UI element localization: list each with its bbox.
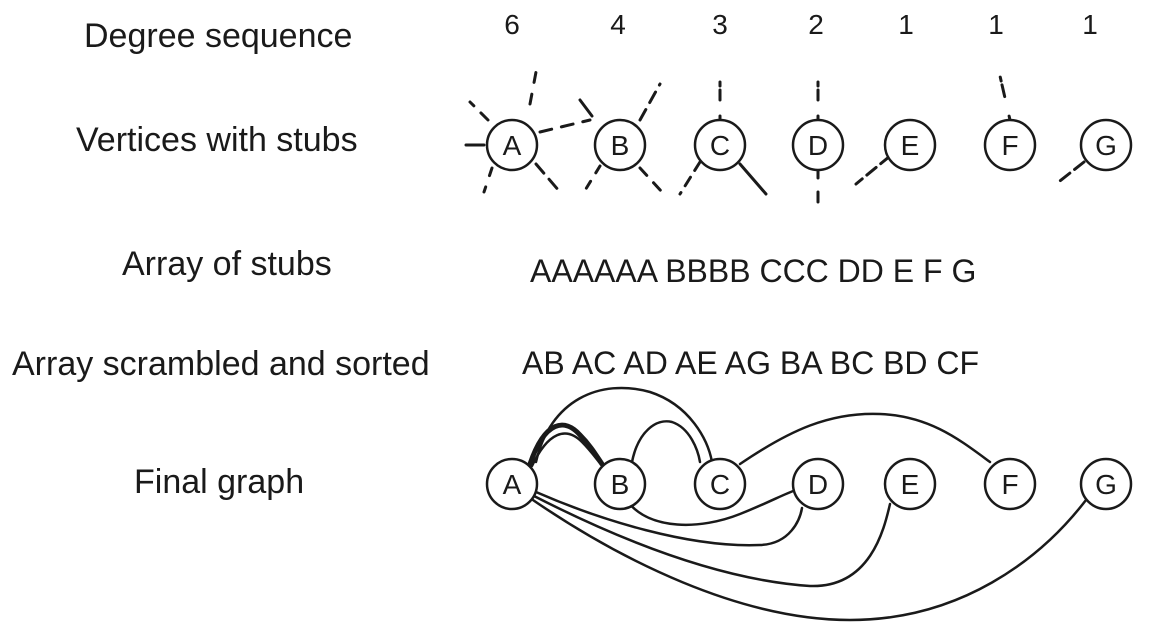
stub-array-text: AAAAAA BBBB CCC DD E F G (530, 253, 977, 289)
vertex-f-label: F (1001, 130, 1018, 161)
graph-node-d (791, 457, 845, 511)
degree-g: 1 (1082, 9, 1098, 40)
stub-b-2 (638, 82, 662, 122)
edge-a-d (534, 490, 804, 547)
graph-node-e (883, 457, 937, 511)
vertex-e-label: E (901, 130, 920, 161)
vertex-c-label: C (710, 130, 730, 161)
edge-b-d (626, 488, 798, 527)
stub-g-1 (1054, 160, 1086, 186)
degree-b: 4 (610, 9, 626, 40)
graph-node-e-label: E (901, 469, 920, 500)
vertex-d-node (791, 118, 845, 172)
graph-node-b-label: B (611, 469, 630, 500)
edge-a-c (534, 386, 714, 464)
vertex-a-label: A (503, 130, 522, 161)
edge-a-g (528, 496, 1088, 622)
graph-node-g-label: G (1095, 469, 1117, 500)
stub-a-5 (482, 166, 494, 194)
vertex-c-node (693, 118, 747, 172)
graph-node-a (485, 457, 539, 511)
graph-node-d-label: D (808, 469, 828, 500)
graph-node-f (983, 457, 1037, 511)
stub-b-1 (578, 98, 594, 118)
vertex-b-node (593, 118, 647, 172)
stub-b-3 (582, 164, 602, 194)
degree-f: 1 (988, 9, 1004, 40)
edge-a-e (532, 494, 892, 588)
label-array-of-stubs: Array of stubs (122, 245, 332, 283)
edge-a-b-2 (530, 432, 606, 470)
graph-node-f-label: F (1001, 469, 1018, 500)
stub-a-1 (528, 70, 538, 106)
stub-b-4 (638, 166, 664, 194)
edge-c-f (738, 412, 992, 466)
vertex-e-node (883, 118, 937, 172)
vertex-g-node (1079, 118, 1133, 172)
degree-c: 3 (712, 9, 728, 40)
stub-c-3 (738, 162, 768, 196)
stub-a-4 (538, 118, 592, 134)
vertex-g-label: G (1095, 130, 1117, 161)
stub-a-6 (534, 162, 562, 194)
graph-node-a-label: A (503, 469, 522, 500)
vertex-f-node (983, 118, 1037, 172)
label-array-scrambled: Array scrambled and sorted (12, 345, 430, 383)
edge-b-c (630, 420, 702, 464)
label-final-graph: Final graph (134, 463, 305, 501)
vertex-b-label: B (611, 130, 630, 161)
scrambled-pairs-text: AB AC AD AE AG BA BC BD CF (522, 345, 980, 381)
degree-a: 6 (504, 9, 520, 40)
stub-c-2 (678, 160, 702, 196)
stub-e-1 (854, 154, 892, 186)
vertex-d-label: D (808, 130, 828, 161)
graph-node-c-label: C (710, 469, 730, 500)
vertex-a-node (485, 118, 539, 172)
graph-node-c (693, 457, 747, 511)
label-vertices-with-stubs: Vertices with stubs (76, 121, 358, 159)
degree-d: 2 (808, 9, 824, 40)
stub-a-2 (468, 100, 490, 122)
graph-node-g (1079, 457, 1133, 511)
graph-node-b (593, 457, 647, 511)
label-degree-sequence: Degree sequence (84, 17, 353, 55)
stub-f-1 (998, 74, 1012, 122)
degree-e: 1 (898, 9, 914, 40)
